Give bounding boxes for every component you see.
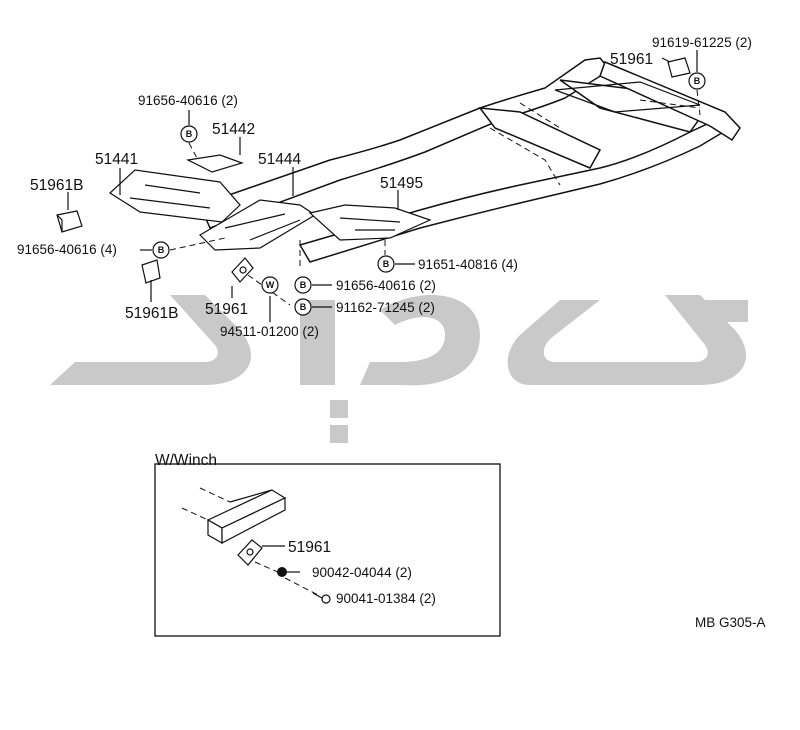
under-cover-assembly xyxy=(109,154,432,251)
leader-winch-dash-2 xyxy=(284,577,319,596)
svg-text:B: B xyxy=(300,280,307,290)
bolt-badge-1: B xyxy=(180,125,198,143)
bolt-badge-2: B xyxy=(152,241,170,259)
part-label-91619-61225: 91619-61225 (2) xyxy=(652,35,752,50)
part-label-51961B-a: 51961B xyxy=(30,177,83,194)
winch-label-51961: 51961 xyxy=(288,539,331,556)
cushion-51961-top xyxy=(667,57,691,78)
cushion-51961B-bottom xyxy=(141,259,161,284)
leader-lines xyxy=(67,50,701,322)
part-label-91656-40616-b: 91656-40616 (4) xyxy=(17,242,117,257)
winch-title: W/Winch xyxy=(155,452,217,469)
svg-text:B: B xyxy=(300,302,307,312)
part-label-51442: 51442 xyxy=(212,121,255,138)
part-label-91656-40616-c: 91656-40616 (2) xyxy=(336,278,436,293)
part-label-91162-71245: 91162-71245 (2) xyxy=(336,300,435,315)
winch-frame-member xyxy=(181,487,287,545)
bolt-badge-3: B xyxy=(377,255,395,273)
bolt-badge-4: B xyxy=(294,276,312,294)
bolt-90041 xyxy=(312,592,331,604)
leader-winch-dash-1 xyxy=(254,561,281,574)
part-label-51444: 51444 xyxy=(258,151,301,168)
part-label-51961-mid: 51961 xyxy=(205,301,248,318)
svg-text:B: B xyxy=(158,245,165,255)
part-label-51961-top: 51961 xyxy=(610,51,653,68)
washer-badge: W xyxy=(261,276,279,294)
winch-label-90042-04044: 90042-04044 (2) xyxy=(312,565,412,580)
watermark-logo xyxy=(50,295,748,443)
svg-text:B: B xyxy=(383,259,390,269)
part-label-94511-01200: 94511-01200 (2) xyxy=(220,324,319,339)
cushion-51961B-top xyxy=(56,210,83,233)
winch-cushion-51961 xyxy=(237,539,263,566)
part-label-51495: 51495 xyxy=(380,175,423,192)
part-label-91656-40616-a: 91656-40616 (2) xyxy=(138,93,238,108)
svg-text:W: W xyxy=(266,280,275,290)
bolt-badge-5: B xyxy=(294,298,312,316)
winch-inset-box xyxy=(154,463,501,637)
svg-text:B: B xyxy=(186,129,193,139)
part-label-51961B-b: 51961B xyxy=(125,305,178,322)
nut-90042 xyxy=(277,567,287,577)
winch-label-90041-01384: 90041-01384 (2) xyxy=(336,591,436,606)
cushion-51961-mid xyxy=(231,257,254,283)
diagram-code: MB G305-A xyxy=(695,615,766,630)
svg-text:B: B xyxy=(694,76,701,86)
bolt-badge-6: B xyxy=(688,72,706,90)
part-label-91651-40816: 91651-40816 (4) xyxy=(418,257,518,272)
part-label-51441: 51441 xyxy=(95,151,138,168)
